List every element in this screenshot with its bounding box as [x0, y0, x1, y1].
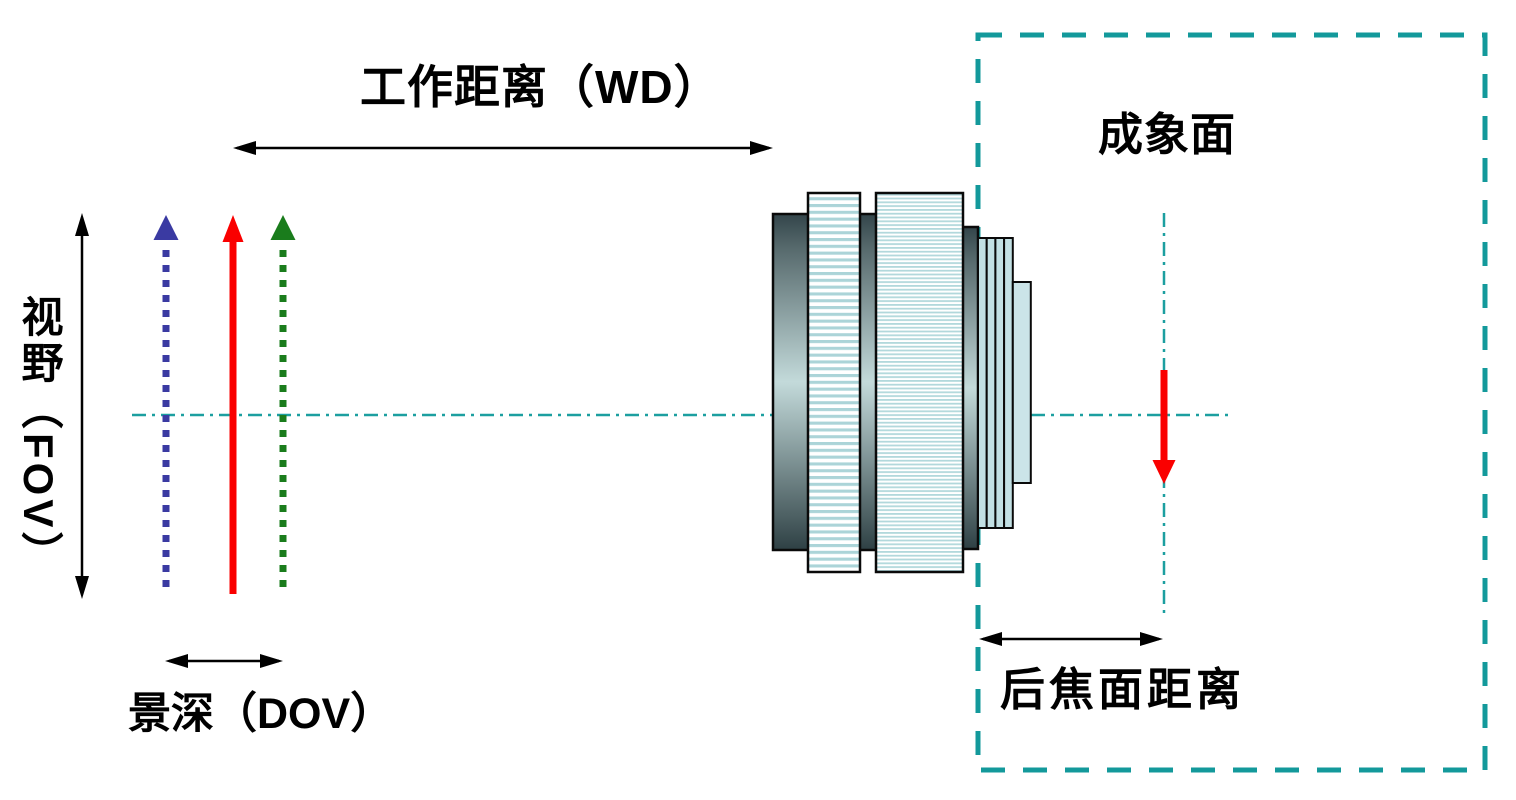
working-distance-paren-open: （ [548, 62, 595, 113]
back-focal-arrow-right-head [1140, 632, 1163, 646]
object-arrow-far-green [270, 215, 296, 587]
image-arrow-head [1152, 460, 1176, 484]
wd-measure-arrow [233, 141, 773, 155]
working-distance-label: 工作距离（WD） [360, 61, 721, 114]
working-distance-abbr: WD [595, 61, 674, 113]
lens-element-4 [1003, 237, 1014, 529]
back-focal-measure-arrow [979, 632, 1163, 646]
fov-arrow-top-head [75, 213, 89, 236]
working-distance-cn: 工作距离 [360, 62, 548, 113]
back-focal-distance-label: 后焦面距离 [1000, 665, 1246, 715]
green-arrow-head [270, 215, 296, 240]
working-distance-paren-close: ） [673, 62, 721, 113]
lens-focus-ring [806, 191, 862, 574]
object-arrow-near-blue [153, 215, 179, 587]
image-arrow-red [1152, 370, 1176, 484]
lens-element-1 [977, 237, 988, 529]
lens-element-3 [994, 237, 1006, 529]
depth-of-view-paren-close: ） [350, 691, 394, 738]
back-focal-arrow-left-head [979, 632, 1002, 646]
depth-of-view-label: 景深（DOV） [128, 690, 393, 739]
field-of-view-paren-close: ） [15, 531, 62, 578]
red-arrow-head [222, 215, 244, 242]
image-plane-label: 成象面 [1098, 110, 1237, 160]
depth-of-view-cn: 景深 [128, 691, 214, 738]
field-of-view-cn: 视野 [15, 295, 62, 387]
lens-zoom-ring [874, 191, 965, 574]
lens-barrel-step [960, 225, 980, 551]
fov-arrow-bottom-head [75, 576, 89, 599]
fov-measure-arrow [75, 213, 89, 599]
dov-measure-arrow [165, 654, 283, 668]
dov-arrow-left-head [165, 654, 188, 668]
field-of-view-label: 视野（FOV） [14, 295, 62, 577]
wd-arrow-right-head [750, 141, 773, 155]
wd-arrow-left-head [233, 141, 256, 155]
lens-element-2 [985, 237, 997, 529]
depth-of-view-abbr: DOV [257, 690, 351, 738]
field-of-view-paren-open: （ [15, 387, 62, 433]
field-of-view-abbr: FOV [15, 433, 63, 532]
blue-arrow-head [153, 215, 179, 240]
lens-rear-element [1011, 281, 1032, 484]
depth-of-view-paren-open: （ [214, 691, 257, 738]
dov-arrow-right-head [260, 654, 283, 668]
lens-assembly [771, 191, 1032, 574]
object-arrow-red [222, 215, 244, 594]
